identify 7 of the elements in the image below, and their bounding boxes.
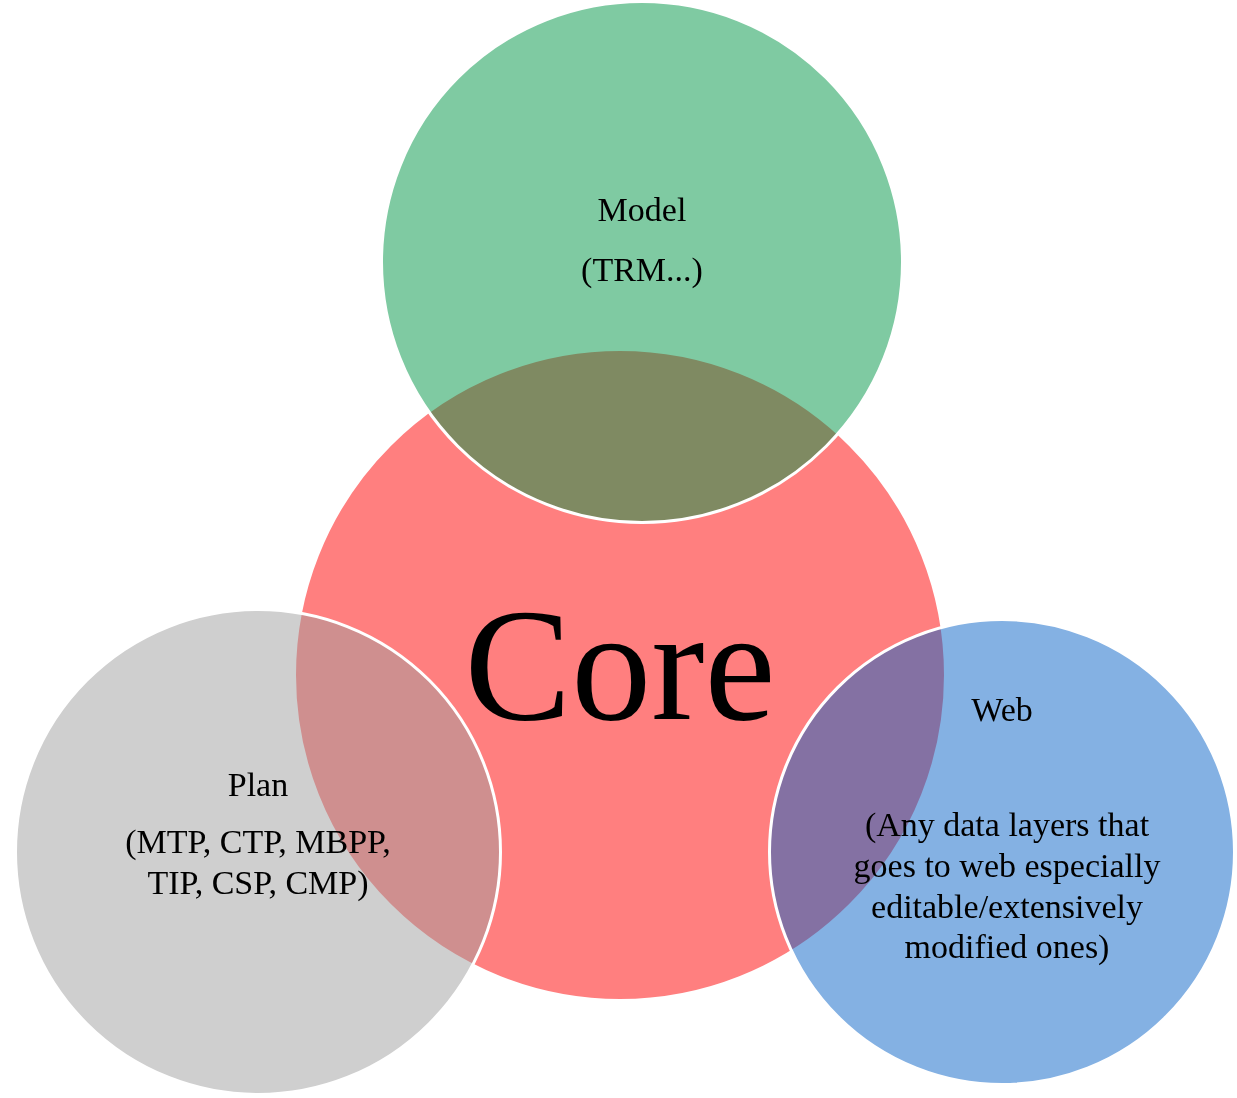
circle-title: Plan (226, 765, 290, 805)
circle-title: Model (596, 190, 688, 230)
circle-description: (Any data layers that goes to web especially editable/extensively modified ones) (852, 805, 1162, 968)
circle-description: (TRM...) (580, 250, 704, 290)
core-label: Core (463, 585, 777, 745)
circle-title: Web (970, 690, 1034, 730)
circle-description: (MTP, CTP, MBPP, TIP, CSP, CMP) (124, 822, 392, 903)
